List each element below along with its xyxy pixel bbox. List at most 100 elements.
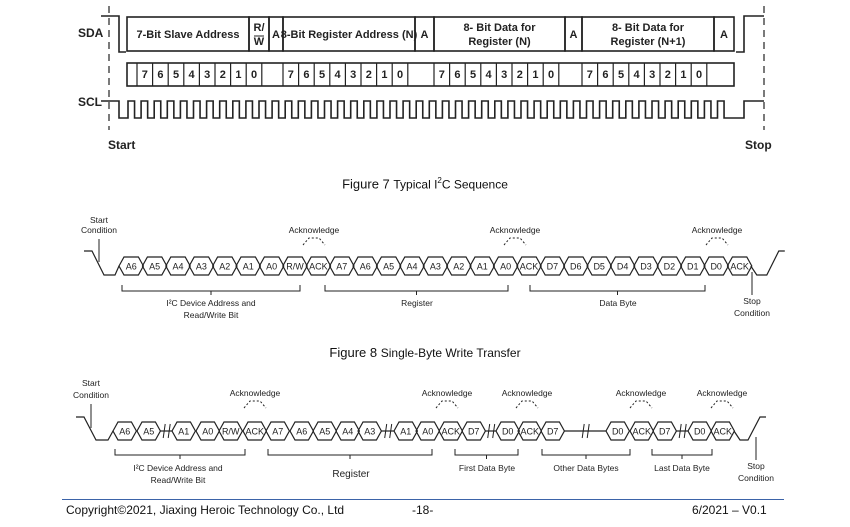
bit-cell: A4 — [342, 427, 353, 437]
bit-number: 2 — [665, 69, 671, 81]
caption-sup: 2 — [437, 176, 442, 185]
bit-number: 7 — [288, 69, 294, 81]
group-label: Register — [401, 298, 433, 308]
bit-number: 2 — [366, 69, 372, 81]
bit-cell: A5 — [383, 262, 394, 272]
bit-cell: ACK — [632, 427, 651, 437]
bit-number: 4 — [634, 69, 641, 81]
bit-number: 6 — [303, 69, 309, 81]
group-label: First Data Byte — [459, 463, 515, 473]
bit-cell: ACK — [730, 262, 749, 272]
stop-condition-label: Condition — [738, 473, 774, 483]
start-label: Start — [108, 138, 135, 152]
figure7-labels: SDA SCL Start Stop — [78, 26, 772, 152]
group-label: Read/Write Bit — [151, 475, 206, 485]
bit-cell: A3 — [196, 262, 207, 272]
bit-cell: R/W — [286, 262, 304, 272]
header-cell-label: 8-Bit Register Address (N) — [281, 29, 418, 41]
bit-cell: ACK — [245, 427, 264, 437]
bit-cell: A5 — [149, 262, 160, 272]
bit-cell: A2 — [219, 262, 230, 272]
bit-cell: D7 — [468, 427, 480, 437]
bit-cell: A5 — [143, 427, 154, 437]
footer-copyright: Copyright©2021, Jiaxing Heroic Technolog… — [66, 503, 345, 517]
bit-number: 5 — [618, 69, 624, 81]
acknowledge-label: Acknowledge — [692, 225, 743, 235]
bit-cell: D0 — [612, 427, 624, 437]
stop-condition-label: Condition — [734, 308, 770, 318]
bit-cell: A4 — [406, 262, 417, 272]
bit-cell: ACK — [520, 427, 539, 437]
header-cell-label: A — [421, 29, 429, 41]
bit-cell: D0 — [710, 262, 722, 272]
bit-cell: A1 — [178, 427, 189, 437]
bit-cell: R/W — [222, 427, 240, 437]
bit-cell: A6 — [360, 262, 371, 272]
bit-number: 0 — [251, 69, 257, 81]
bit-cell: D7 — [547, 262, 559, 272]
bit-cell: A0 — [266, 262, 277, 272]
group-label: Data Byte — [599, 298, 637, 308]
bit-number: 2 — [517, 69, 523, 81]
header-cell-line1: 8- Bit Data for — [612, 22, 685, 34]
bit-number: 3 — [649, 69, 655, 81]
acknowledge-label: Acknowledge — [697, 388, 748, 398]
start-condition-label: Condition — [81, 225, 117, 235]
bit-number: 2 — [220, 69, 226, 81]
figure8-caption: Figure 8 Single-Byte Write Transfer — [0, 345, 850, 360]
header-cell-label: A — [272, 29, 280, 41]
group-label: Other Data Bytes — [553, 463, 618, 473]
figure7-caption: Figure 7 Typical I2C Sequence — [0, 176, 850, 191]
bit-cell: D0 — [694, 427, 706, 437]
bit-cell: A1 — [400, 427, 411, 437]
stop-condition-label: Stop — [743, 296, 761, 306]
bit-cell: D7 — [659, 427, 671, 437]
bit-cell: A1 — [243, 262, 254, 272]
bit-cell: D0 — [502, 427, 514, 437]
header-cell-line2: Register (N) — [468, 36, 531, 48]
bit-cell: A5 — [319, 427, 330, 437]
header-cell-line1: R/ — [254, 22, 265, 34]
bit-cell: ACK — [713, 427, 732, 437]
stop-condition-label: Stop — [747, 461, 765, 471]
bit-cell: A6 — [126, 262, 137, 272]
bit-cell: ACK — [309, 262, 328, 272]
bit-number: 4 — [189, 69, 196, 81]
bit-cell: A0 — [202, 427, 213, 437]
group-label: I²C Device Address and — [166, 298, 256, 308]
bit-number: 6 — [454, 69, 460, 81]
footer-page-number: -18- — [412, 503, 434, 517]
scl-label: SCL — [78, 95, 102, 109]
start-condition-label: Condition — [73, 390, 109, 400]
header-cell-label: 7-Bit Slave Address — [137, 29, 240, 41]
caption-rest: C Sequence — [441, 177, 508, 192]
bit-number: 3 — [501, 69, 507, 81]
acknowledge-label: Acknowledge — [230, 388, 281, 398]
bit-number: 1 — [381, 69, 387, 81]
acknowledge-label: Acknowledge — [289, 225, 340, 235]
acknowledge-label: Acknowledge — [616, 388, 667, 398]
bit-cell: A6 — [296, 427, 307, 437]
bit-cell: A7 — [272, 427, 283, 437]
bit-cell: A3 — [364, 427, 375, 437]
bit-number: 5 — [173, 69, 179, 81]
acknowledge-label: Acknowledge — [422, 388, 473, 398]
header-cell-line2: Register (N+1) — [611, 36, 686, 48]
start-condition-label: Start — [90, 215, 109, 225]
bit-cell: D7 — [547, 427, 559, 437]
caption-text: Single-Byte Write Transfer — [380, 346, 521, 360]
caption-text: Typical I — [393, 177, 438, 192]
bit-number: 7 — [439, 69, 445, 81]
bit-cell: A6 — [119, 427, 130, 437]
header-cell-line2: W — [254, 36, 265, 48]
group-label: Last Data Byte — [654, 463, 710, 473]
bit-number: 4 — [486, 69, 493, 81]
footer-version: 6/2021 – V0.1 — [692, 503, 767, 517]
bit-cell: D6 — [570, 262, 582, 272]
bit-number: 0 — [548, 69, 554, 81]
